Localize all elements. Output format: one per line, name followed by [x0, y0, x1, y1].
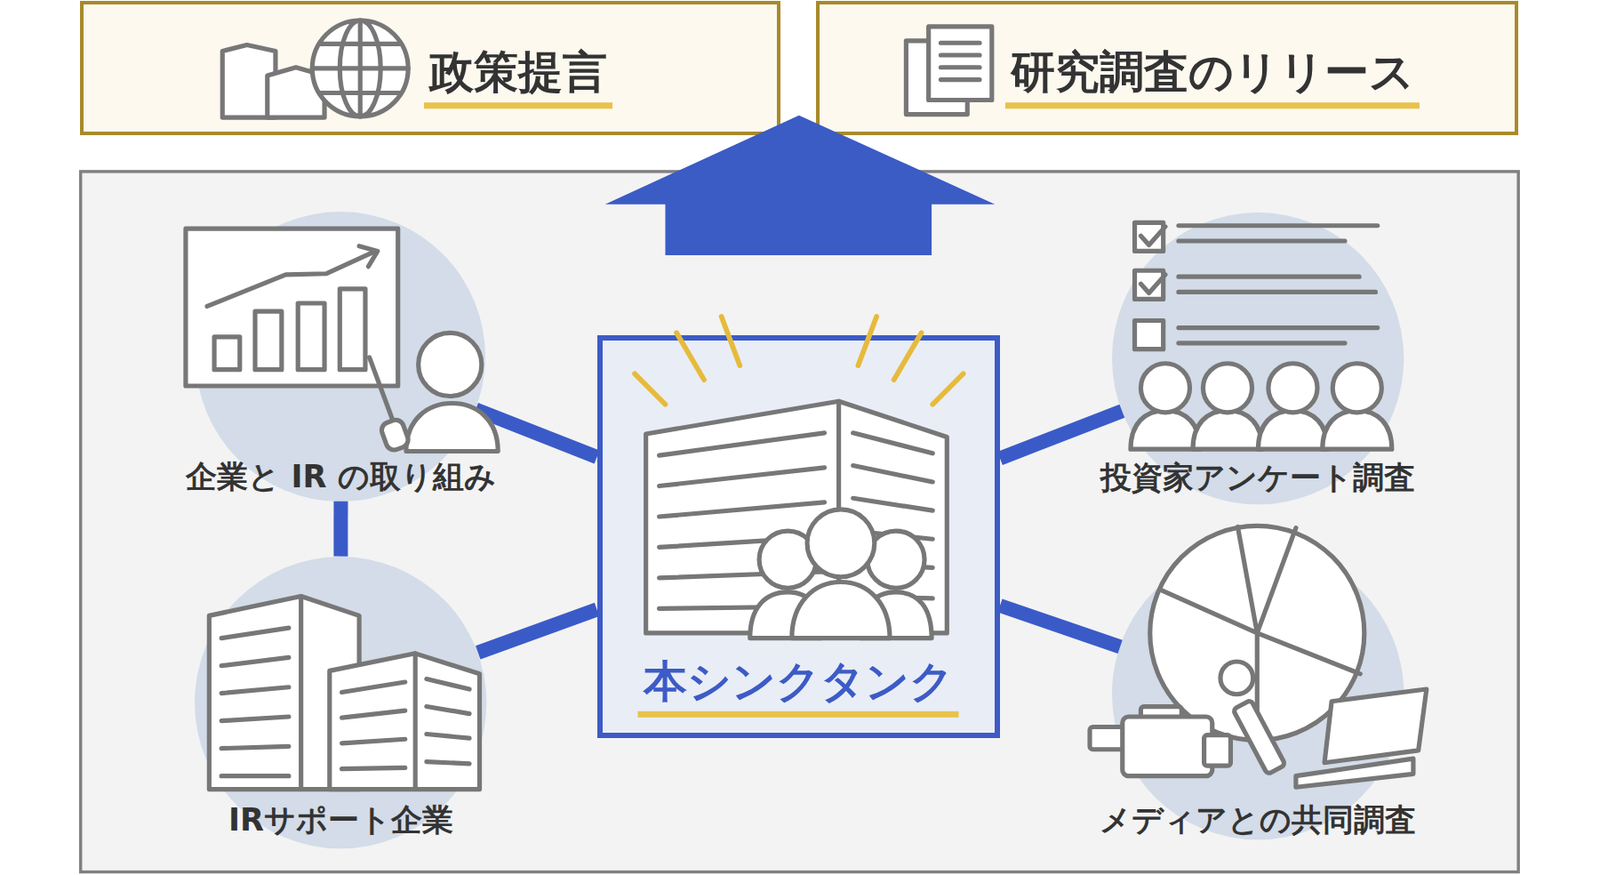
block-arrow — [605, 115, 996, 256]
people-group — [807, 509, 875, 577]
office-buildings — [329, 653, 480, 790]
circle-label: 企業と IR の取り組み — [185, 458, 496, 495]
laptop — [1324, 688, 1427, 763]
connector-line — [478, 608, 598, 652]
checklist — [1135, 320, 1164, 350]
circle-shape — [194, 556, 487, 848]
presenter-person — [418, 332, 482, 396]
video-camera — [1089, 706, 1231, 776]
globe-icon — [312, 20, 408, 117]
video-camera — [1204, 735, 1232, 766]
office-buildings — [221, 627, 289, 776]
audience-people — [1202, 363, 1252, 413]
office-buildings — [298, 596, 304, 790]
audience-people — [1332, 363, 1382, 413]
audience-people — [1140, 363, 1190, 413]
circle-label: 投資家アンケート調査 — [1100, 459, 1416, 496]
output-box: 政策提言 — [80, 0, 782, 135]
circle-label: IRサポート企業 — [228, 801, 454, 838]
connector-line — [1000, 605, 1120, 647]
video-camera — [1122, 716, 1213, 776]
panel-background — [80, 171, 1519, 872]
circle-shape — [195, 211, 486, 502]
think-tank-building — [659, 432, 934, 608]
connector-line — [333, 501, 348, 557]
office-buildings — [413, 653, 418, 790]
chart-board — [185, 228, 399, 386]
globe-icon — [312, 20, 408, 117]
activity-circle: 投資家アンケート調査 — [1112, 212, 1404, 504]
circle-label: メディアとの共同調査 — [1099, 801, 1416, 838]
microphone — [1220, 661, 1254, 695]
chart-board — [339, 288, 366, 370]
document-icon — [940, 42, 980, 80]
audience-people — [1268, 363, 1318, 413]
box-title: 本シンクタンク — [638, 656, 960, 718]
box-title: 政策提言 — [424, 47, 613, 110]
globe-icon — [312, 20, 408, 117]
chart-board — [297, 303, 325, 370]
chart-board — [359, 246, 378, 267]
document-icon — [905, 26, 992, 115]
office-buildings — [342, 679, 470, 769]
connector-line — [1000, 410, 1122, 458]
chart-board — [207, 250, 376, 306]
document-icon — [928, 26, 992, 101]
people-group — [750, 509, 932, 639]
illustration — [185, 20, 1427, 790]
chart-board — [255, 311, 282, 369]
box-title: 研究調査のリリース — [1005, 47, 1420, 110]
circle-shape — [1112, 547, 1404, 840]
chart-board — [185, 228, 399, 386]
chart-board — [214, 336, 240, 370]
people-group — [792, 581, 890, 638]
